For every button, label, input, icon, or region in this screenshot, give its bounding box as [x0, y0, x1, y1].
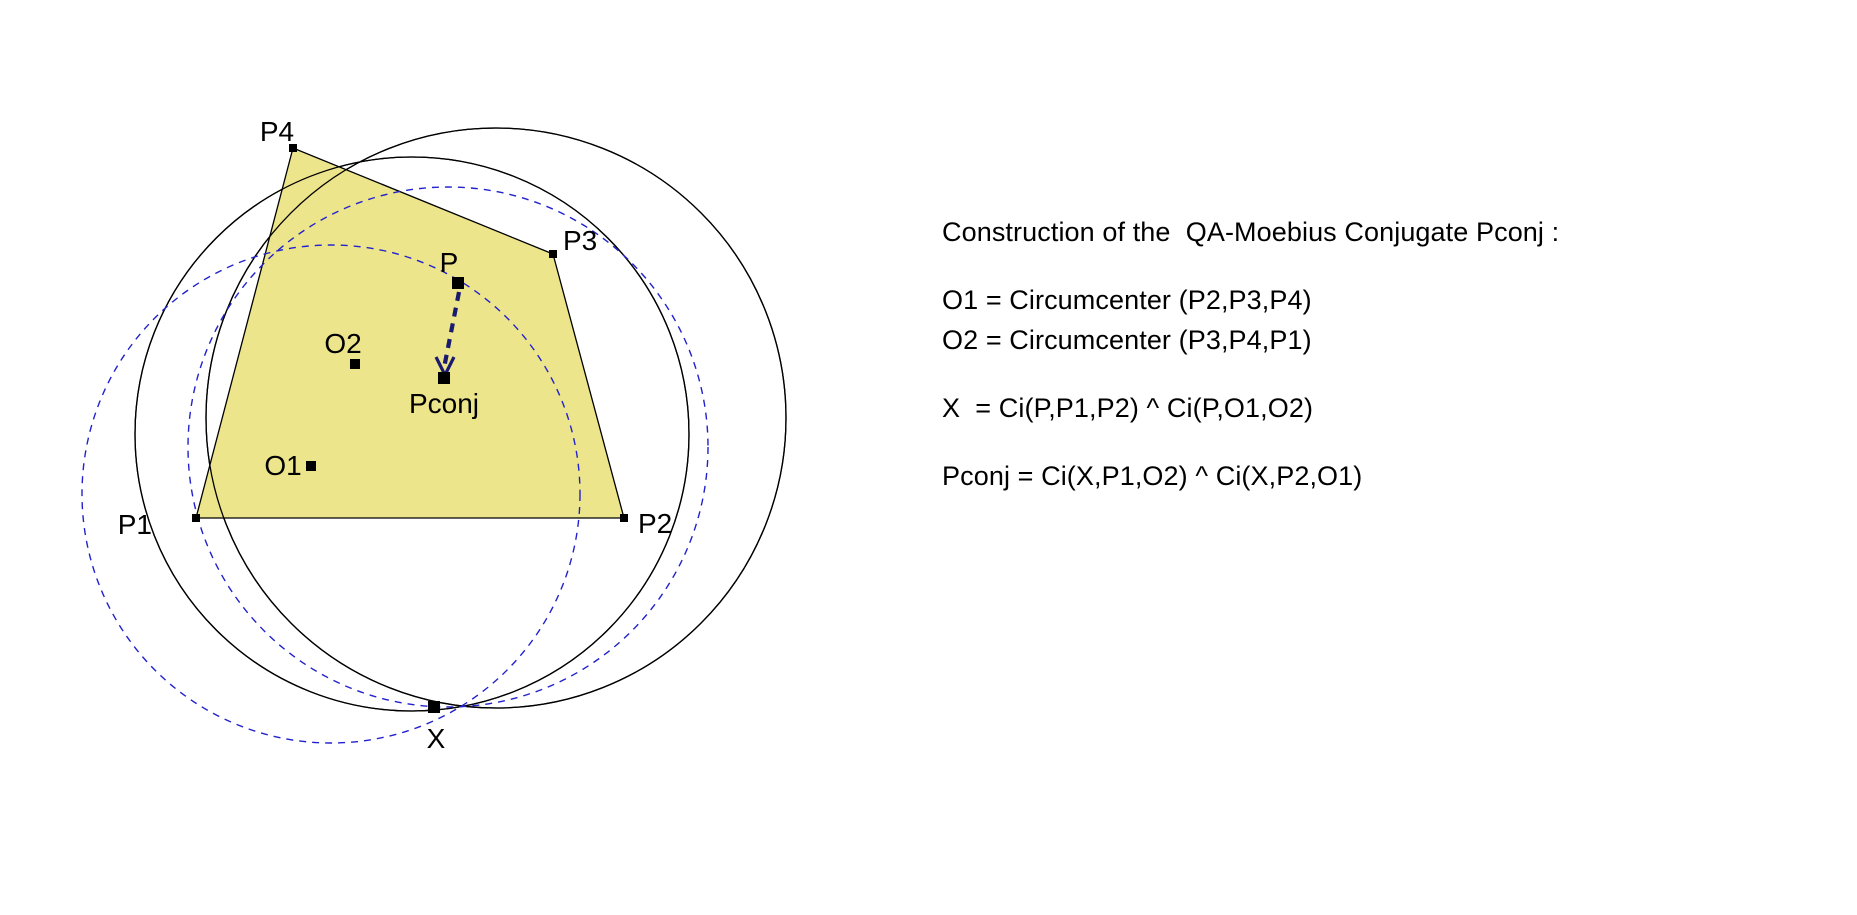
panel-line-o1: O1 = Circumcenter (P2,P3,P4) [942, 285, 1312, 315]
label-p1: P1 [118, 509, 152, 540]
circle-ci-p-o1-o2-overlay [205, 127, 787, 709]
point-marker-o2 [350, 359, 360, 369]
quadrilateral-p1p2p3p4 [195, 147, 625, 519]
panel-spacer-2 [942, 360, 1702, 388]
label-o1: O1 [264, 450, 301, 481]
circle-ci-x-p1-o2 [81, 244, 581, 744]
arrow-shaft-icon [441, 291, 462, 369]
panel-formula-pconj: Pconj = Ci(X,P1,O2) ^ Ci(X,P2,O1) [942, 461, 1363, 491]
label-p3: P3 [563, 225, 597, 256]
point-marker-x [428, 701, 440, 713]
panel-spacer-3 [942, 428, 1702, 456]
label-pconj: Pconj [409, 388, 479, 419]
point-marker-p1 [192, 514, 200, 522]
circle-ci-p-p1-p2-overlay [134, 156, 690, 712]
panel-title: Construction of the QA-Moebius Conjugate… [942, 217, 1560, 247]
panel-formula-x: X = Ci(P,P1,P2) ^ Ci(P,O1,O2) [942, 393, 1314, 423]
explanation-panel: Construction of the QA-Moebius Conjugate… [942, 212, 1702, 496]
point-marker-p [452, 277, 464, 289]
point-marker-p3 [549, 250, 557, 258]
label-o2: O2 [324, 328, 361, 359]
point-marker-o1 [306, 461, 316, 471]
point-marker-pconj [438, 372, 450, 384]
point-marker-p2 [620, 514, 628, 522]
circle-ci-x-p2-o1 [187, 186, 709, 708]
label-p4: P4 [260, 116, 294, 147]
point-labels: P1 P2 P3 P4 P O1 O2 Pconj X [118, 116, 673, 754]
circle-group-overlay [81, 127, 787, 744]
label-p: P [440, 247, 459, 278]
point-markers [192, 144, 628, 713]
label-p2: P2 [638, 508, 672, 539]
label-x: X [427, 723, 446, 754]
point-marker-p4 [289, 144, 297, 152]
panel-line-o2: O2 = Circumcenter (P3,P4,P1) [942, 325, 1312, 355]
panel-spacer-1 [942, 252, 1702, 280]
